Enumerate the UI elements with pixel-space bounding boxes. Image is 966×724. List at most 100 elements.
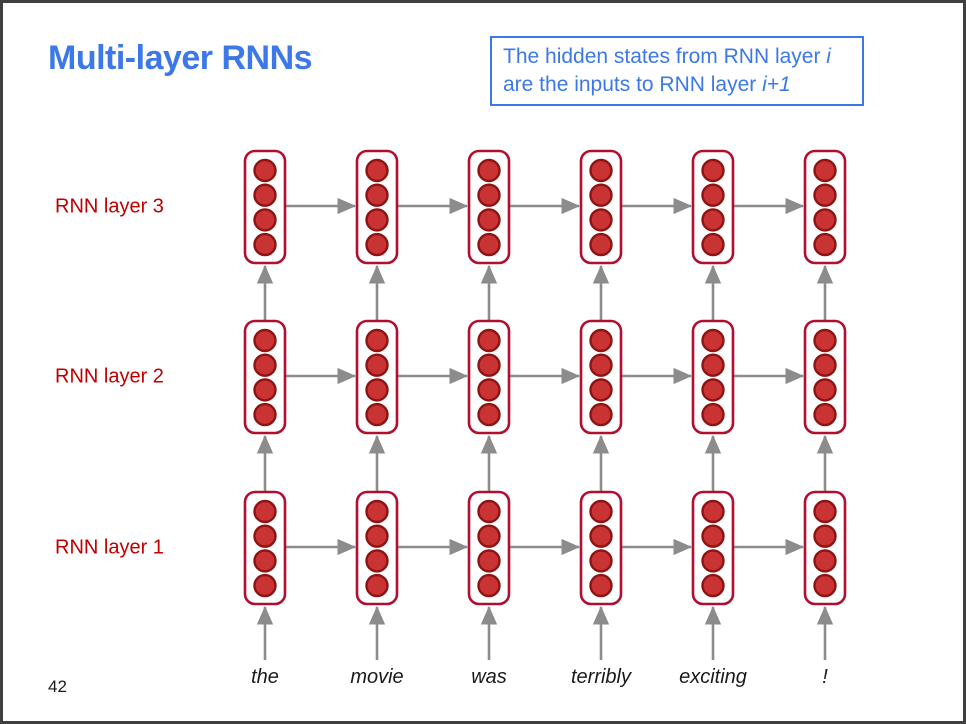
hidden-unit	[365, 549, 389, 573]
rnn-cell	[579, 490, 623, 606]
hidden-unit	[701, 208, 725, 232]
hidden-unit	[477, 353, 501, 377]
hidden-unit	[701, 353, 725, 377]
hidden-unit	[813, 183, 837, 207]
hidden-unit	[589, 328, 613, 353]
hidden-unit	[589, 524, 613, 548]
hidden-unit	[365, 524, 389, 548]
rnn-cell	[803, 319, 847, 435]
hidden-unit	[365, 573, 389, 598]
rnn-cell	[467, 490, 511, 606]
hidden-unit	[365, 499, 389, 524]
hidden-unit	[477, 402, 501, 427]
callout-line-1-text: The hidden states from RNN layer	[503, 45, 827, 68]
hidden-unit	[813, 353, 837, 377]
hidden-unit	[813, 549, 837, 573]
word-label: terribly	[570, 666, 632, 688]
hidden-unit	[365, 208, 389, 232]
hidden-unit	[253, 158, 277, 183]
hidden-unit	[253, 524, 277, 548]
hidden-unit	[253, 499, 277, 524]
page-title: Multi-layer RNNs	[48, 39, 313, 77]
callout-box: The hidden states from RNN layer i are t…	[490, 36, 864, 106]
hidden-unit	[253, 328, 277, 353]
hidden-unit	[253, 573, 277, 598]
hidden-unit	[477, 378, 501, 402]
hidden-unit	[589, 499, 613, 524]
hidden-unit	[253, 549, 277, 573]
callout-line-1: The hidden states from RNN layer i	[503, 43, 851, 71]
hidden-unit	[365, 183, 389, 207]
hidden-unit	[701, 499, 725, 524]
word-label: movie	[350, 666, 404, 688]
word-label: !	[822, 666, 828, 688]
word-label: was	[471, 666, 507, 688]
hidden-unit	[813, 232, 837, 257]
hidden-unit	[477, 328, 501, 353]
hidden-unit	[365, 353, 389, 377]
hidden-unit	[701, 378, 725, 402]
hidden-unit	[365, 378, 389, 402]
hidden-unit	[589, 183, 613, 207]
hidden-unit	[253, 353, 277, 377]
hidden-unit	[813, 208, 837, 232]
hidden-unit	[813, 499, 837, 524]
hidden-unit	[365, 158, 389, 183]
word-label: exciting	[679, 666, 747, 688]
hidden-unit	[701, 524, 725, 548]
hidden-unit	[813, 402, 837, 427]
hidden-unit	[813, 573, 837, 598]
rnn-cell	[691, 149, 735, 265]
hidden-unit	[253, 232, 277, 257]
hidden-unit	[365, 402, 389, 427]
hidden-unit	[701, 402, 725, 427]
page-number: 42	[48, 677, 67, 696]
hidden-unit	[701, 549, 725, 573]
hidden-unit	[477, 208, 501, 232]
hidden-unit	[253, 208, 277, 232]
hidden-unit	[477, 524, 501, 548]
hidden-unit	[589, 208, 613, 232]
hidden-unit	[477, 499, 501, 524]
hidden-unit	[813, 158, 837, 183]
rnn-cell	[467, 149, 511, 265]
hidden-unit	[589, 232, 613, 257]
hidden-unit	[813, 524, 837, 548]
rnn-cell	[243, 490, 287, 606]
hidden-unit	[477, 158, 501, 183]
rnn-cell	[579, 319, 623, 435]
callout-line-1-italic: i	[826, 45, 831, 68]
rnn-cell	[579, 149, 623, 265]
rnn-cell	[243, 319, 287, 435]
rnn-cell	[355, 490, 399, 606]
hidden-unit	[253, 402, 277, 427]
hidden-unit	[589, 402, 613, 427]
rnn-cell	[803, 149, 847, 265]
hidden-unit	[477, 183, 501, 207]
rnn-cell	[691, 319, 735, 435]
hidden-unit	[701, 232, 725, 257]
hidden-unit	[365, 328, 389, 353]
rnn-cell	[467, 319, 511, 435]
hidden-unit	[813, 328, 837, 353]
hidden-unit	[701, 573, 725, 598]
hidden-unit	[813, 378, 837, 402]
hidden-unit	[365, 232, 389, 257]
hidden-unit	[253, 183, 277, 207]
rnn-cell	[243, 149, 287, 265]
layer-label: RNN layer 1	[55, 536, 164, 559]
rnn-cell	[355, 319, 399, 435]
hidden-unit	[701, 158, 725, 183]
rnn-cell	[691, 490, 735, 606]
callout-line-2-text: are the inputs to RNN layer	[503, 73, 763, 96]
layer-label: RNN layer 2	[55, 365, 164, 388]
callout-line-2: are the inputs to RNN layer i+1	[503, 71, 851, 99]
hidden-unit	[477, 573, 501, 598]
hidden-unit	[253, 378, 277, 402]
rnn-diagram	[243, 149, 847, 660]
callout-line-2-italic: i+1	[762, 73, 791, 96]
hidden-unit	[701, 183, 725, 207]
hidden-unit	[589, 549, 613, 573]
rnn-cell	[803, 490, 847, 606]
